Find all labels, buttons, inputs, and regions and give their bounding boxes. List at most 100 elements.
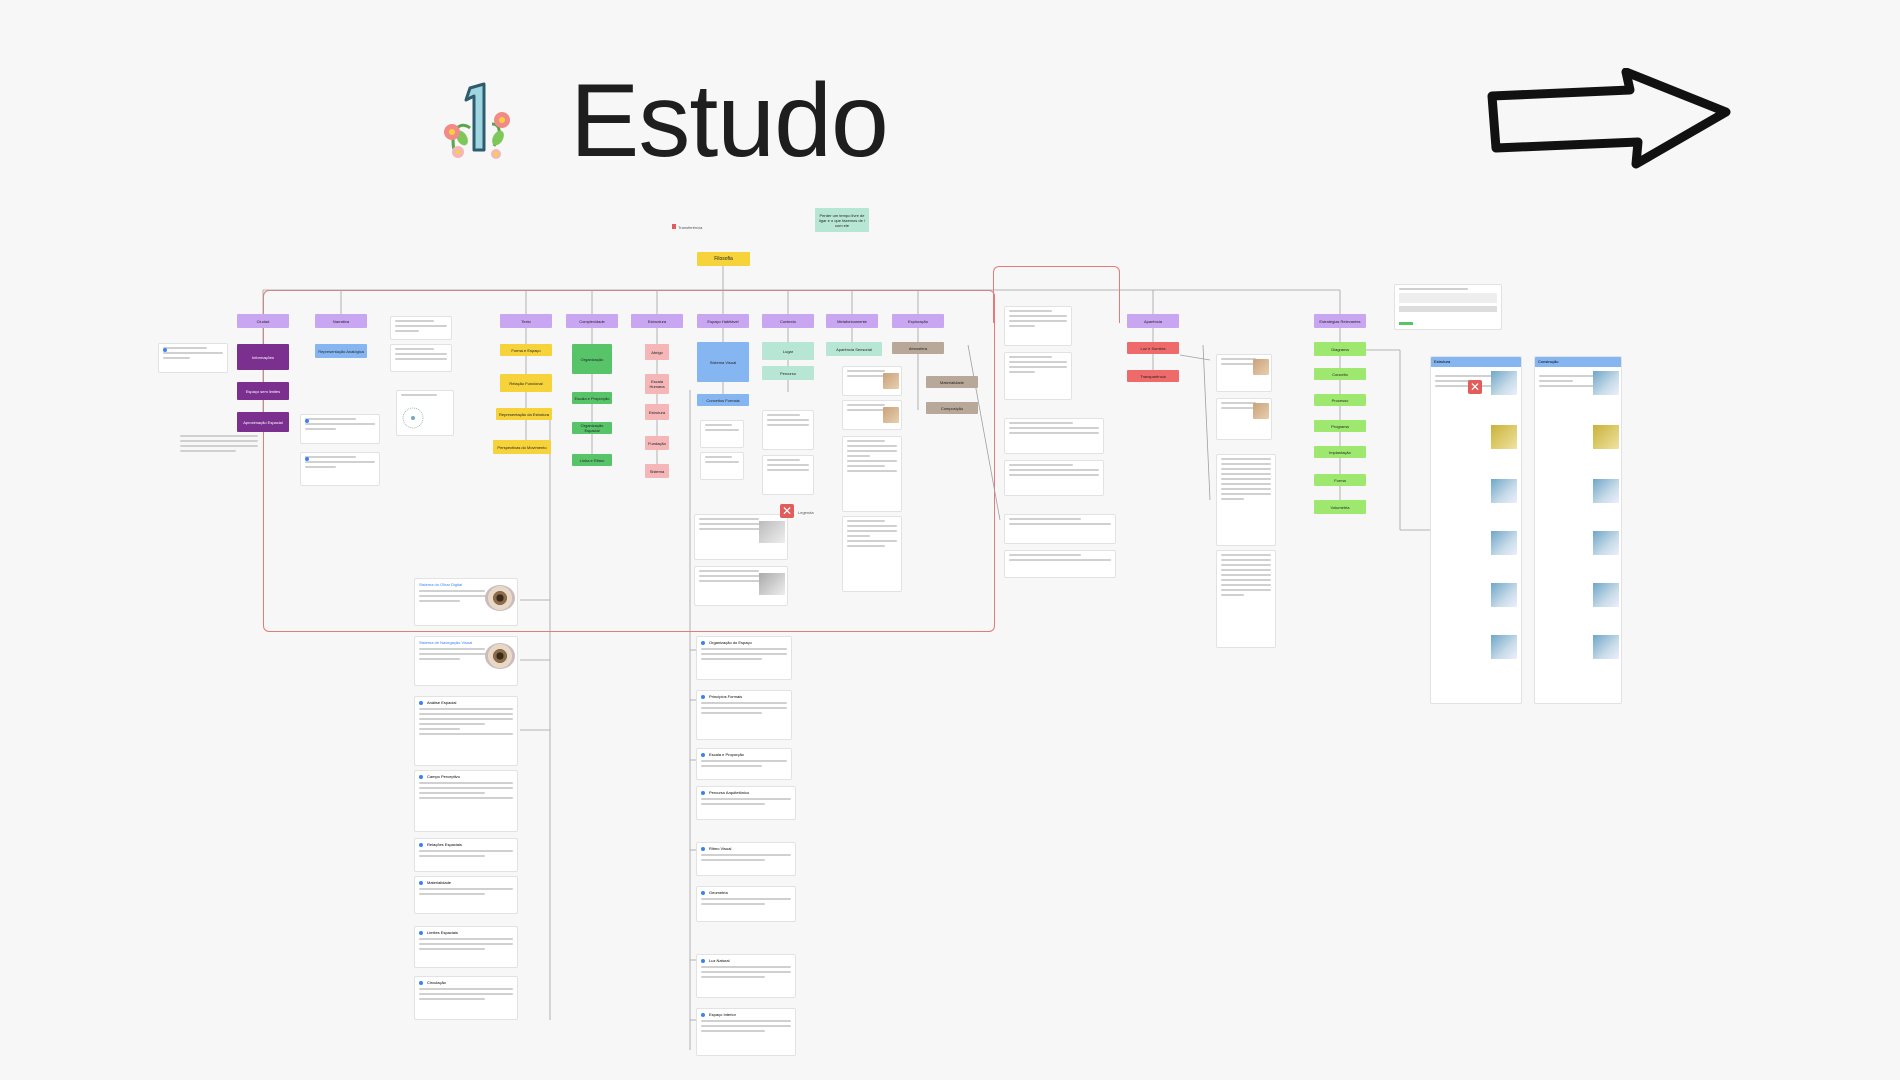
card-small[interactable] [1004,460,1104,496]
texto-child-1[interactable]: Forma e Espaço [500,344,552,356]
focus-frame-extension [993,266,1120,323]
aparencia-child-2[interactable]: Transparência [1127,370,1179,382]
top-sticky-note[interactable]: Perder um tempo livre de ligar e o que f… [815,208,869,232]
complex-child-2[interactable]: Escala e Proporção [572,392,612,404]
branch-texto[interactable]: Texto [500,314,552,328]
card-small[interactable] [1004,418,1104,454]
aparencia-child-1[interactable]: Luz e Sombra [1127,342,1179,354]
estrategias-child-3[interactable]: Processo [1314,394,1366,406]
ciudad-child-2[interactable]: Espaço sem limites [237,382,289,400]
card-text[interactable]: Organização do Espaço [696,636,792,680]
card-text[interactable] [176,432,262,458]
estrategias-child-6[interactable]: Forma [1314,474,1366,486]
estrategias-child-2[interactable]: Conceito [1314,368,1366,380]
texto-child-3[interactable]: Representação da Estrutura [496,408,552,420]
card-text-long[interactable] [1216,454,1276,546]
card-list[interactable] [842,436,902,512]
branch-ciudad[interactable]: Ciudad [237,314,289,328]
arrow-right-icon[interactable] [1480,68,1740,178]
card-with-image[interactable] [694,566,788,606]
card-small[interactable] [390,344,452,372]
card-small[interactable] [300,414,380,444]
branch-metaforicamente[interactable]: Metaforicamente [826,314,878,328]
ciudad-child-1[interactable]: Informações [237,344,289,370]
card-text[interactable]: Campo Perceptivo [414,770,518,832]
texto-child-4[interactable]: Perspectivas do Movimento [493,440,551,454]
close-icon[interactable]: ✕ [780,504,794,518]
card-small[interactable] [1004,550,1116,578]
ciudad-child-3[interactable]: Aproximação Espacial [237,412,289,432]
texto-child-2[interactable]: Relação Funcional [500,374,552,392]
explor-child-2[interactable]: Materialidade [926,376,978,388]
estrategias-child-7[interactable]: Volumetria [1314,500,1366,514]
card-with-photo[interactable] [842,400,902,430]
card-small[interactable] [700,420,744,448]
card-text[interactable]: Análise Espacial [414,696,518,766]
card-eye-1[interactable]: Sistema do Olhar Digital [414,578,518,626]
card-small[interactable] [762,410,814,450]
card-text[interactable]: Luz Natural [696,954,796,998]
breadcrumb[interactable]: Transferência [672,224,702,230]
card-text[interactable]: Escala e Proporção [696,748,792,780]
estrategias-child-5[interactable]: Implantação [1314,446,1366,458]
card-small[interactable] [762,455,814,495]
branch-aparencia[interactable]: Aparência [1127,314,1179,328]
close-icon[interactable]: ✕ [1468,380,1482,394]
card-text[interactable]: Percurso Arquitetônico [696,786,796,820]
card-with-photo[interactable] [1216,398,1272,440]
card-text-long[interactable] [1216,550,1276,648]
contexto-child-1[interactable]: Lugar [762,342,814,360]
complex-child-4[interactable]: Linha e Ritmo [572,454,612,466]
branch-estructura[interactable]: Estructura [631,314,683,328]
card-text[interactable]: Espaço Interior [696,1008,796,1056]
card-with-image[interactable] [694,514,788,560]
card-text[interactable]: Materialidade [414,876,518,914]
card-text[interactable]: Relações Espaciais [414,838,518,872]
explor-child-1[interactable]: Atmosfera [892,342,944,354]
estrategias-child-4[interactable]: Programa [1314,420,1366,432]
complex-child-1[interactable]: Organização [572,344,612,374]
card-text[interactable]: Circulação [414,976,518,1020]
branch-estrategias[interactable]: Estratégias Relevantes [1314,314,1366,328]
card-eye-2[interactable]: Sistema de Navegação Visual [414,636,518,686]
complex-child-3[interactable]: Organização Espacial [572,422,612,434]
narrativa-child[interactable]: Representação Analógica [315,344,367,358]
card-text[interactable]: Geometria [696,886,796,922]
embedded-web-card[interactable] [1394,284,1502,330]
card-text[interactable]: Ritmo Visual [696,842,796,876]
explor-child-3[interactable]: Composição [926,402,978,414]
estructura-child-2[interactable]: Escala Humana [645,374,669,394]
side-panel-estrutura[interactable]: Estrutura [1430,356,1522,704]
estructura-child-4[interactable]: Fundação [645,436,669,450]
branch-narrativa[interactable]: Narrativa [315,314,367,328]
card-small[interactable] [1004,352,1072,400]
focus-frame[interactable] [263,290,995,632]
card-text[interactable]: Princípios Formais [696,690,792,740]
card-diagram[interactable] [396,390,454,436]
branch-complexidade[interactable]: Complexidade [566,314,618,328]
root-node[interactable]: Filosofia [697,252,750,266]
card-small[interactable] [700,452,744,480]
metafor-child[interactable]: Aparência Sensorial [826,342,882,356]
card-small[interactable] [390,316,452,340]
branch-espaco-habitavel[interactable]: Espaço Habitável [697,314,749,328]
espaco-child-2[interactable]: Conceitos Formais [697,394,749,406]
card-list[interactable] [842,516,902,592]
card-small[interactable] [1004,514,1116,544]
estructura-child-1[interactable]: Abrigo [645,344,669,360]
espaco-child-1[interactable]: Sistema Visual [697,342,749,382]
branch-contexto[interactable]: Contexto [762,314,814,328]
card-small[interactable] [1004,306,1072,346]
card-text[interactable]: Limites Espaciais [414,926,518,968]
card-with-photo[interactable] [1216,354,1272,392]
estructura-child-3[interactable]: Estrutura [645,404,669,420]
estrategias-child-1[interactable]: Diagrama [1314,342,1366,356]
estructura-child-5[interactable]: Sistema [645,464,669,478]
card-with-photo[interactable] [842,366,902,396]
card-small[interactable] [158,343,228,373]
branch-exploracao[interactable]: Exploração [892,314,944,328]
contexto-child-2[interactable]: Percurso [762,366,814,380]
side-panel-construcao[interactable]: Construção [1534,356,1622,704]
card-small[interactable] [300,452,380,486]
